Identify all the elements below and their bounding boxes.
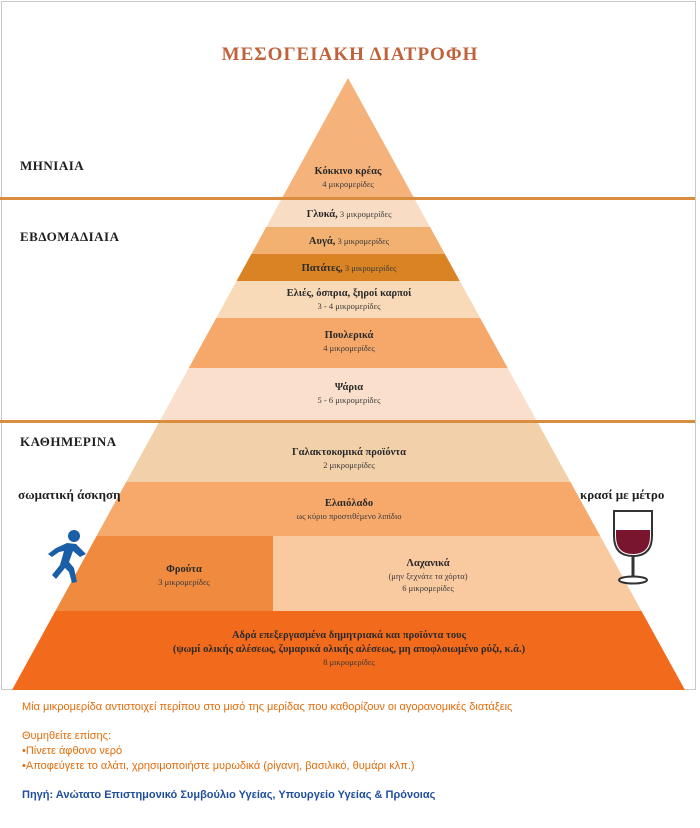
frequency-monthly: ΜΗΝΙΑΙΑ [20,158,85,173]
sub-grains: 8 μικρομερίδες [323,657,375,667]
label-poultry: Πουλερικά [325,330,374,341]
label-olives-legumes-nuts: Ελιές, όσπρια, ξηροί καρποί [287,288,412,299]
divider-weekly-daily [0,420,695,423]
label-grains-examples: (ψωμί ολικής αλέσεως, ζυμαρικά ολικής αλ… [173,643,526,655]
sub-olive-oil: ως κύριο προστιθέμενο λιπίδιο [297,511,402,521]
wine-glass-icon [613,510,653,585]
source-text: Πηγή: Ανώτατο Επιστημονικό Συμβούλιο Υγε… [22,789,436,801]
label-grains: Αδρά επεξεργασμένα δημητριακά και προϊόν… [232,630,467,641]
layer-poultry [188,318,508,368]
divider-monthly-weekly [0,197,695,200]
reminder-heading: Θυμηθείτε επίσης: [22,730,111,742]
layer-olives-legumes-nuts [216,281,481,318]
sub-poultry: 4 μικρομερίδες [323,343,375,353]
layer-eggs [251,227,445,254]
frequency-weekly: ΕΒΔΟΜΑΔΙΑΙΑ [20,229,120,244]
page-title: ΜΕΣΟΓΕΙΑΚΗ ΔΙΑΤΡΟΦΗ [221,44,479,65]
layer-olive-oil [96,482,601,536]
frequency-daily: ΚΑΘΗΜΕΡΙΝΑ [20,434,117,449]
footer: Μία μικρομερίδα αντιστοιχεί περίπου στο … [22,700,682,803]
sub-vegetables: (μην ξεχνάτε τα χόρτα) [388,571,467,581]
layer-sweets [266,199,431,227]
sub-vegetables-portions: 6 μικρομερίδες [402,583,454,593]
reminder-item: •Πίνετε άφθονο νερό [22,745,123,757]
label-olive-oil: Ελαιόλαδο [325,498,373,509]
label-red-meat: Κόκκινο κρέας [315,166,382,177]
label-fruits: Φρούτα [166,564,202,575]
label-eggs: Αυγά, 3 μικρομερίδες [309,236,390,247]
running-person-icon [48,530,86,583]
wine-label: κρασί με μέτρο [580,487,665,502]
layer-red-meat [281,78,415,199]
layer-potatoes [236,254,460,281]
portion-note: Μία μικρομερίδα αντιστοιχεί περίπου στο … [22,701,513,713]
sub-fruits: 3 μικρομερίδες [158,577,210,587]
sub-dairy: 2 μικρομερίδες [323,460,375,470]
layer-vegetables [273,536,642,611]
reminder-item: •Αποφεύγετε το αλάτι, χρησιμοποιήστε μυρ… [22,760,415,772]
label-fish: Ψάρια [335,382,363,393]
layer-fish [159,368,538,422]
label-potatoes: Πατάτες, 3 μικρομερίδες [302,263,397,274]
label-vegetables: Λαχανικά [406,558,449,569]
sub-fish: 5 - 6 μικρομερίδες [318,395,382,405]
layer-dairy [126,422,571,482]
exercise-label: σωματική άσκηση [18,487,121,502]
label-dairy: Γαλακτοκομικά προϊόντα [292,447,406,458]
layer-grains [12,611,685,690]
layer-fruits [55,536,274,611]
sub-olives-legumes-nuts: 3 - 4 μικρομερίδες [318,301,382,311]
label-sweets: Γλυκά, 3 μικρομερίδες [307,209,393,220]
sub-red-meat: 4 μικρομερίδες [322,179,374,189]
